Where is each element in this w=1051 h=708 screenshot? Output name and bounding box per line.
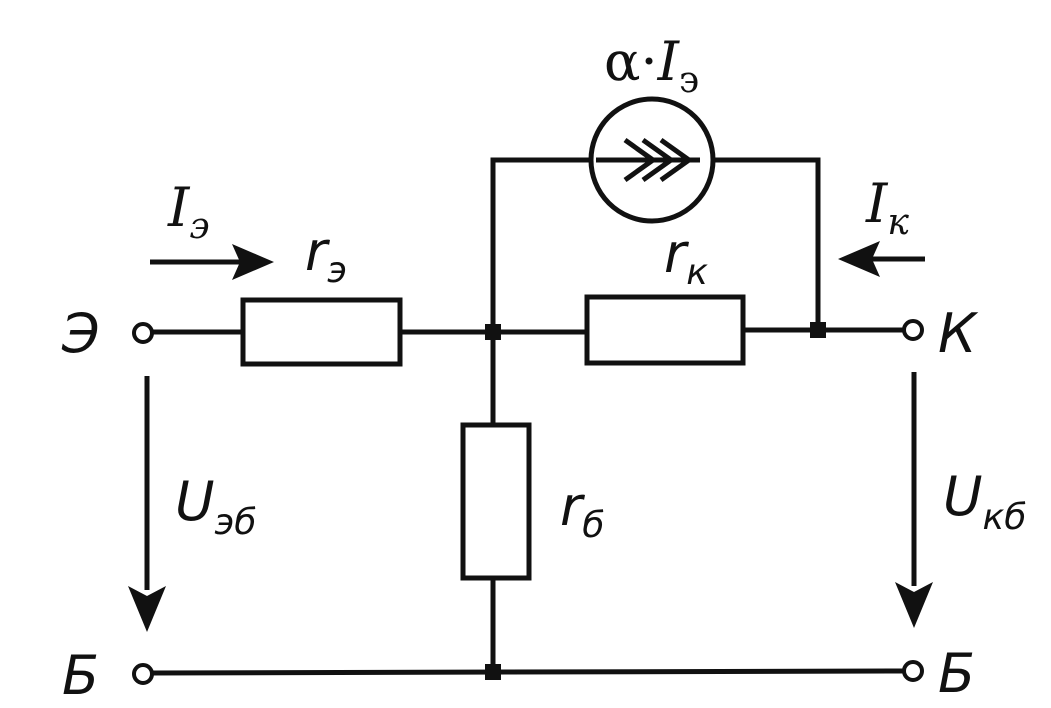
voltage-eb-label: Uэб	[175, 470, 257, 543]
base-terminal-right-label: Б	[938, 642, 975, 705]
collector-terminal-label: К	[938, 302, 979, 365]
wire-source-right	[709, 157, 821, 333]
base-terminal-left-label: Б	[62, 644, 99, 707]
terminal-collector	[902, 319, 924, 341]
emitter-current-label: Iэ	[167, 176, 210, 247]
wires	[149, 157, 908, 676]
resistor-rk	[584, 294, 746, 366]
resistor-rb	[460, 422, 532, 581]
current-source-icon	[588, 96, 716, 224]
emitter-terminal-label: Э	[61, 302, 100, 365]
base-resistance-label: rб	[560, 475, 604, 546]
collector-current-label: Iк	[865, 172, 909, 243]
arrow-icon-voltage-eb	[128, 376, 166, 632]
junction-node-right	[810, 322, 826, 338]
terminal-base-left	[132, 663, 154, 685]
wire-base-line	[149, 668, 908, 676]
voltage-kb-label: Uкб	[943, 465, 1026, 538]
source-label: α·Iэ	[604, 30, 699, 101]
wire-source-left	[490, 157, 595, 335]
arrow-icon-collector-current	[838, 241, 925, 277]
terminal-base-right	[902, 660, 924, 682]
resistor-re	[240, 297, 403, 367]
junction-node-base	[485, 664, 501, 680]
junction-node-center	[485, 324, 501, 340]
arrow-icon-emitter-current	[150, 244, 274, 280]
arrow-icon-voltage-kb	[895, 372, 933, 628]
emitter-resistance-label: rэ	[305, 220, 347, 291]
collector-resistance-label: rк	[664, 222, 708, 293]
terminal-emitter	[132, 322, 154, 344]
